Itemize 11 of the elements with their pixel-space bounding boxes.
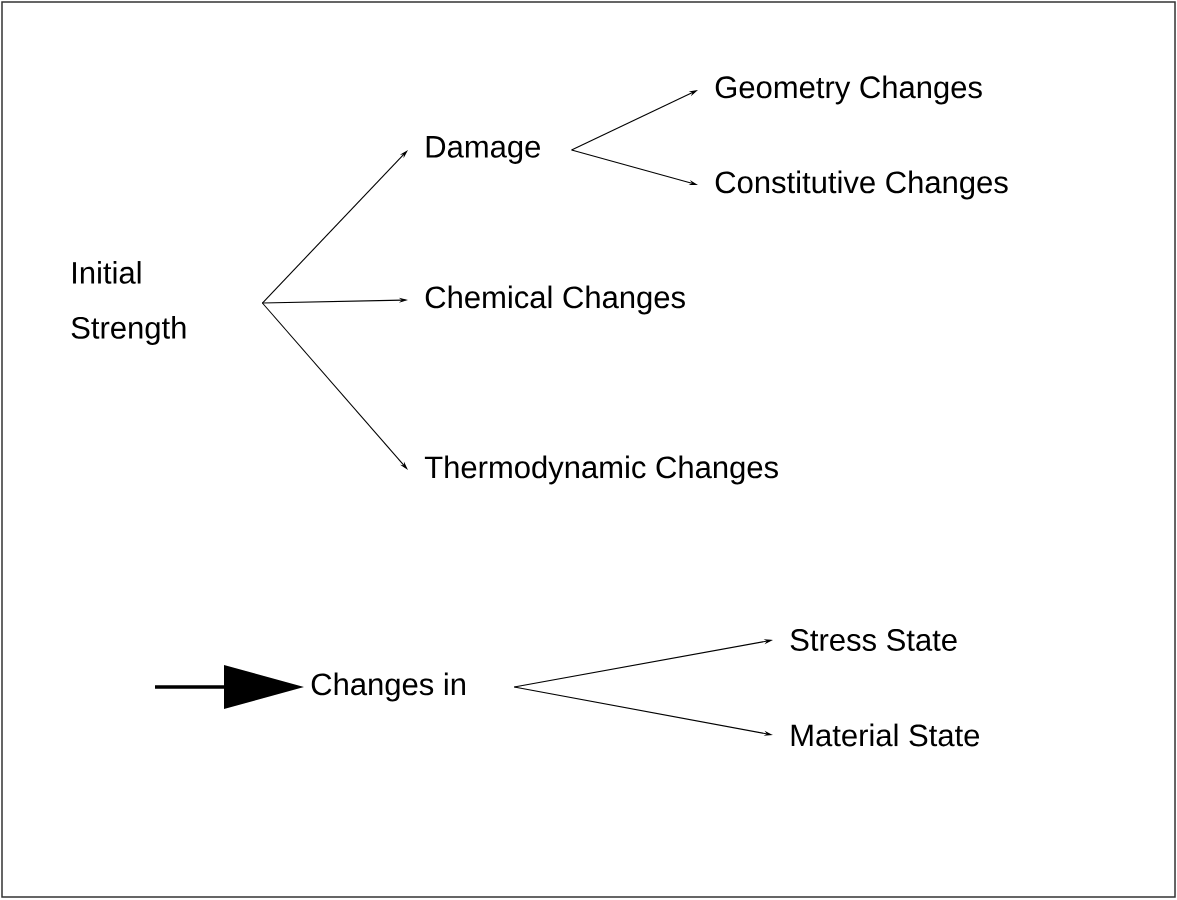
node-label: Material State bbox=[791, 723, 980, 747]
node-label: Damage bbox=[426, 136, 540, 164]
node-label: Chemical Changes bbox=[425, 285, 685, 315]
arrow bbox=[261, 150, 408, 304]
big-arrow bbox=[155, 665, 304, 709]
node-label: Stress State bbox=[790, 629, 957, 651]
node-label: Initial Strength bbox=[71, 261, 186, 345]
node-label: Thermodynamic Changes bbox=[424, 455, 778, 485]
node-label: Geometry Changes bbox=[715, 75, 982, 105]
node-label: Changes in bbox=[311, 672, 465, 702]
node-label: Constitutive Changes bbox=[715, 170, 1008, 200]
